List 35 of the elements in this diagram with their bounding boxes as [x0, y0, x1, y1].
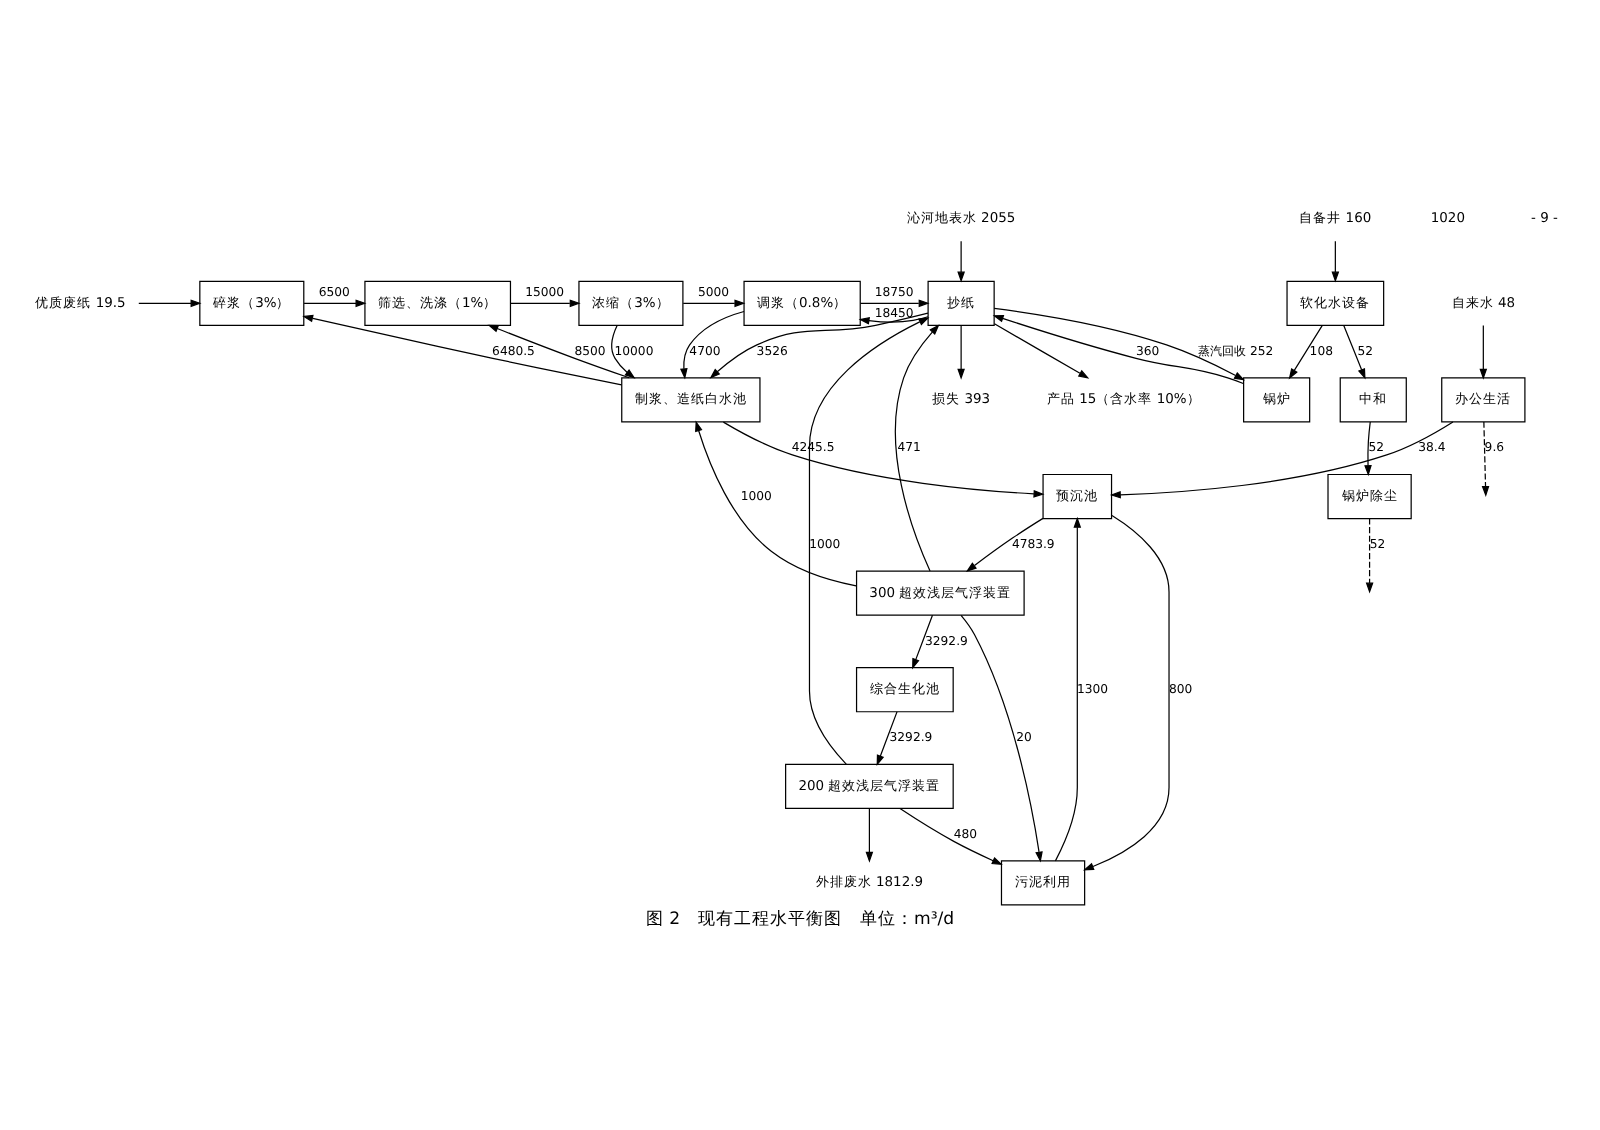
arrow	[899, 808, 1003, 866]
arrow	[487, 324, 630, 379]
arrow	[1479, 324, 1488, 380]
arrow	[682, 299, 746, 308]
arrow	[302, 314, 623, 386]
arrow	[865, 807, 874, 863]
arrow	[510, 299, 581, 308]
arrow	[957, 324, 965, 380]
arrow	[1109, 421, 1454, 499]
arrow	[993, 323, 1090, 379]
arrow	[858, 316, 929, 325]
arrow	[1343, 324, 1366, 380]
arrow	[965, 517, 1044, 573]
arrow	[1364, 421, 1372, 477]
arrow	[138, 299, 202, 308]
arrow	[1365, 518, 1374, 594]
arrow	[876, 711, 898, 766]
arrow	[912, 614, 934, 670]
arrow	[1481, 421, 1490, 497]
arrow	[957, 240, 965, 283]
caption: 图 2 现有工程水平衡图 单位：m³/d	[645, 909, 955, 930]
arrow	[808, 317, 930, 765]
arrow	[960, 614, 1043, 863]
arrow	[303, 299, 367, 308]
arrow	[722, 421, 1045, 498]
arrow	[1082, 514, 1170, 871]
arrow	[1054, 516, 1082, 862]
arrow	[695, 420, 857, 587]
arrow	[709, 312, 929, 379]
arrow	[859, 299, 930, 308]
arrow	[1331, 240, 1340, 283]
arrow	[894, 324, 940, 572]
arrow	[1288, 324, 1323, 380]
arrow	[680, 310, 745, 380]
arrow	[611, 324, 636, 379]
